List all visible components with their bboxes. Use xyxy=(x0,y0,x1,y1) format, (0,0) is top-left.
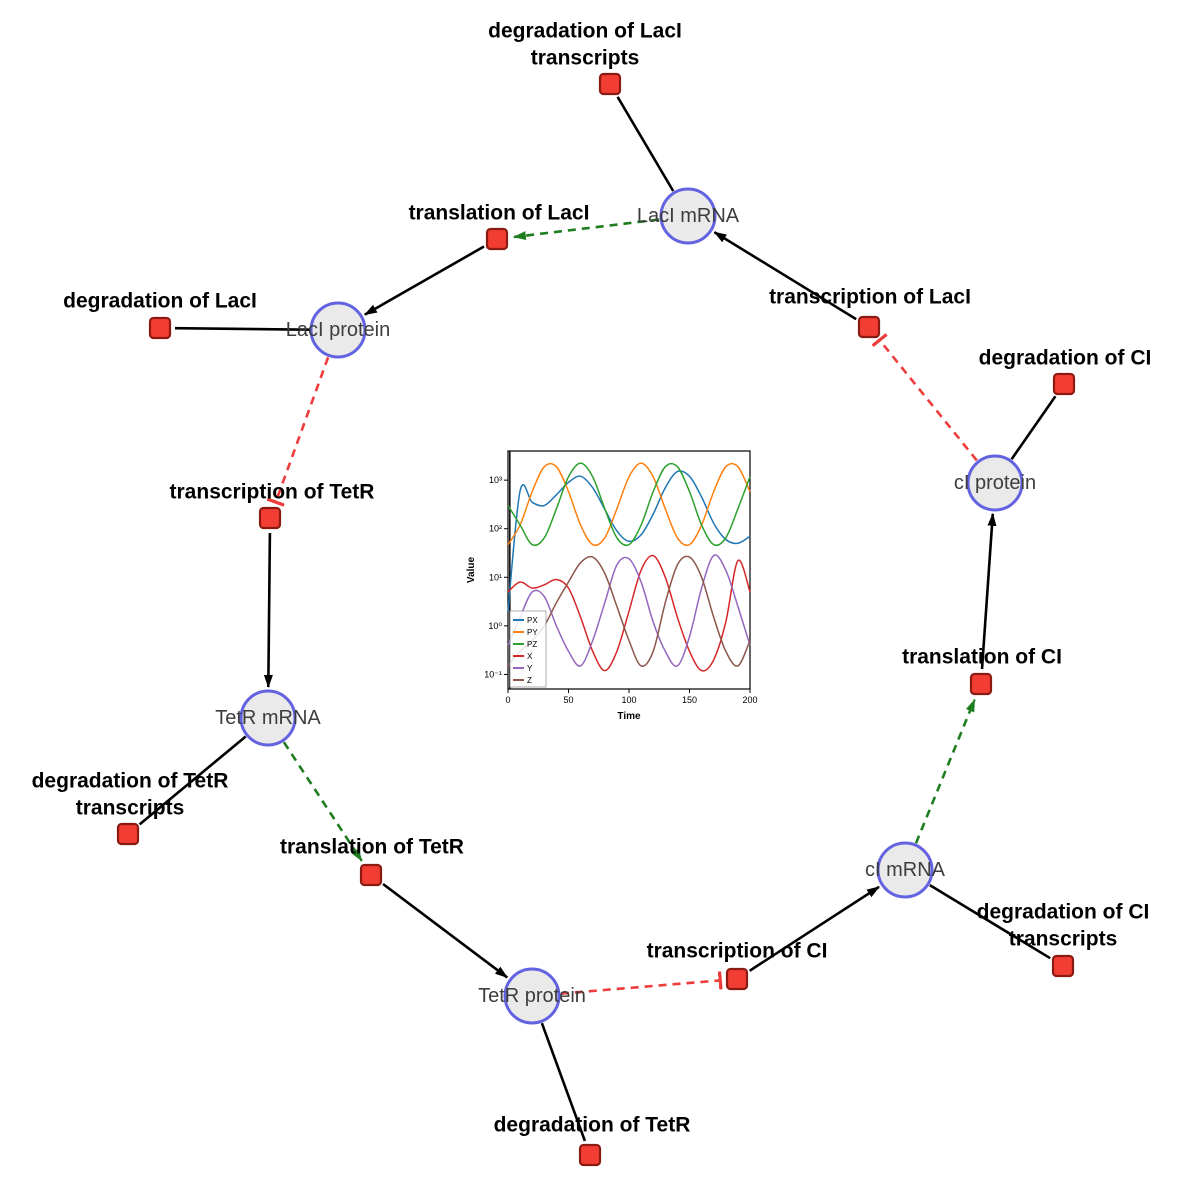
y-tick-label: 10⁻¹ xyxy=(484,669,502,679)
legend-label-X: X xyxy=(527,652,533,661)
species-label-ci-protein: cI protein xyxy=(954,472,1036,494)
reaction-node-deg-ci-transcripts[interactable] xyxy=(1051,954,1075,978)
edge-modifier-ci-mrna-translation-ci xyxy=(914,698,976,844)
edge-inhibition-ci-protein-transcription-laci xyxy=(880,340,978,462)
reaction-node-translation-laci[interactable] xyxy=(485,227,509,251)
reaction-node-transcription-laci[interactable] xyxy=(857,315,881,339)
legend-label-PZ: PZ xyxy=(527,640,537,649)
reaction-label-deg-tetr: degradation of TetR xyxy=(494,1114,691,1137)
reaction-label-deg-laci: degradation of LacI xyxy=(63,290,257,313)
edge-production-transcription-ci-ci-mrna xyxy=(748,885,880,972)
edge-consumption-tetr-protein-deg-tetr xyxy=(540,1022,587,1142)
species-label-tetr-mrna: TetR mRNA xyxy=(215,707,321,729)
reaction-node-transcription-ci[interactable] xyxy=(725,967,749,991)
edge-production-transcription-tetr-tetr-mrna xyxy=(263,532,273,688)
reaction-label-translation-laci: translation of LacI xyxy=(409,202,590,225)
reaction-label-transcription-laci: transcription of LacI xyxy=(769,286,971,309)
species-node-laci-mrna[interactable] xyxy=(659,187,717,245)
reaction-label-deg-laci-transcripts-line2: transcripts xyxy=(531,47,640,70)
species-label-ci-mrna: cI mRNA xyxy=(865,859,946,881)
y-axis-label: Value xyxy=(466,557,477,584)
reaction-node-translation-ci[interactable] xyxy=(969,672,993,696)
reaction-label-deg-ci-transcripts: degradation of CI xyxy=(977,901,1150,924)
reaction-label-transcription-tetr: transcription of TetR xyxy=(170,481,375,504)
edge-consumption-tetr-mrna-deg-tetr-transcripts xyxy=(138,735,247,826)
legend: PX PY PZ XYZ xyxy=(509,610,547,688)
legend-box xyxy=(509,610,547,688)
y-tick-label: 10⁰ xyxy=(488,621,502,631)
reaction-label-deg-tetr-transcripts-line2: transcripts xyxy=(76,797,185,820)
edge-inhibition-tetr-protein-transcription-ci xyxy=(560,980,720,995)
y-tick-label: 10³ xyxy=(489,475,502,485)
edge-consumption-ci-protein-deg-ci xyxy=(1010,395,1057,460)
x-tick-label: 0 xyxy=(505,695,510,705)
edges-layer xyxy=(138,96,1057,1142)
edge-production-translation-tetr-tetr-protein xyxy=(382,882,508,979)
reaction-node-deg-laci[interactable] xyxy=(148,316,172,340)
series-PZ xyxy=(507,462,751,547)
species-node-tetr-mrna[interactable] xyxy=(239,689,297,747)
series-PY xyxy=(507,462,751,547)
reaction-label-translation-ci: translation of CI xyxy=(902,646,1062,669)
species-node-ci-mrna[interactable] xyxy=(876,841,934,899)
x-tick-label: 200 xyxy=(742,695,757,705)
reaction-label-deg-laci-transcripts: degradation of LacI xyxy=(488,20,682,43)
reaction-label-deg-ci: degradation of CI xyxy=(979,347,1152,370)
reaction-node-deg-ci[interactable] xyxy=(1052,372,1076,396)
edge-consumption-ci-mrna-deg-ci-transcripts xyxy=(929,883,1051,960)
plot-frame xyxy=(507,450,751,690)
edge-modifier-tetr-mrna-translation-tetr xyxy=(282,741,363,862)
reaction-label-translation-tetr: translation of TetR xyxy=(280,836,464,859)
reaction-label-transcription-ci: transcription of CI xyxy=(647,940,828,963)
reaction-node-deg-tetr-transcripts[interactable] xyxy=(116,822,140,846)
reaction-node-transcription-tetr[interactable] xyxy=(258,506,282,530)
legend-label-PY: PY xyxy=(527,628,538,637)
legend-label-PX: PX xyxy=(527,616,538,625)
reaction-node-deg-laci-transcripts[interactable] xyxy=(598,72,622,96)
series-Y xyxy=(507,554,751,667)
species-label-tetr-protein: TetR protein xyxy=(478,985,586,1007)
edge-modifier-laci-mrna-translation-laci xyxy=(512,218,660,241)
legend-label-Z: Z xyxy=(527,676,532,685)
reaction-node-deg-tetr[interactable] xyxy=(578,1143,602,1167)
x-tick-label: 50 xyxy=(563,695,573,705)
reaction-label-deg-tetr-transcripts: degradation of TetR xyxy=(32,770,229,793)
edge-production-transcription-laci-laci-mrna xyxy=(713,231,857,321)
nodes-layer xyxy=(116,72,1076,1167)
x-axis-label: Time xyxy=(617,711,641,722)
x-tick-label: 100 xyxy=(621,695,636,705)
edge-production-translation-laci-laci-protein xyxy=(364,245,485,316)
series-Z xyxy=(507,555,751,667)
species-node-ci-protein[interactable] xyxy=(966,454,1024,512)
edge-production-translation-ci-ci-protein xyxy=(980,512,997,670)
edge-consumption-laci-mrna-deg-laci-transcripts xyxy=(616,96,675,192)
species-label-laci-mrna: LacI mRNA xyxy=(637,205,740,227)
y-tick-label: 10¹ xyxy=(489,572,502,582)
species-label-laci-protein: LacI protein xyxy=(286,319,391,341)
series-PX xyxy=(507,470,751,612)
y-tick-label: 10² xyxy=(489,524,502,534)
legend-label-Y: Y xyxy=(527,664,533,673)
x-tick-label: 150 xyxy=(682,695,697,705)
species-node-tetr-protein[interactable] xyxy=(503,967,561,1025)
reaction-label-deg-ci-transcripts-line2: transcripts xyxy=(1009,928,1118,951)
series-X xyxy=(507,554,751,672)
edge-consumption-laci-protein-deg-laci xyxy=(174,326,310,331)
species-node-laci-protein[interactable] xyxy=(309,301,367,359)
reaction-node-translation-tetr[interactable] xyxy=(359,863,383,887)
edge-inhibition-laci-protein-transcription-tetr xyxy=(276,356,330,502)
